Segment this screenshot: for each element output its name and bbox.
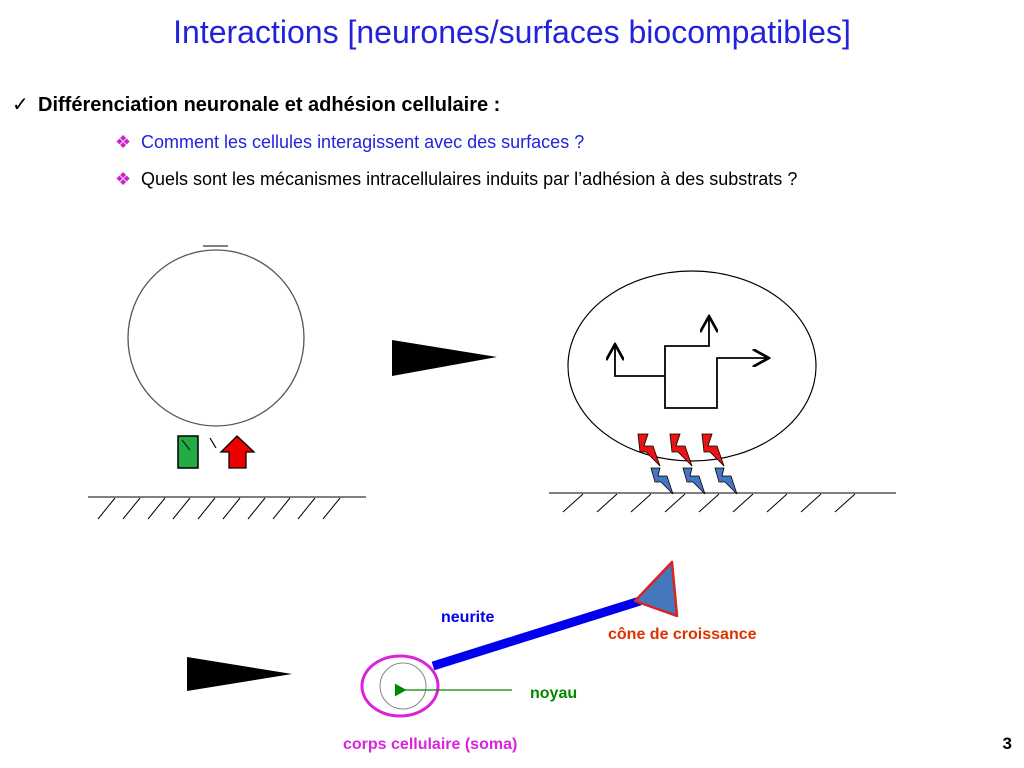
- sub-bullet-1: ❖ Comment les cellules interagissent avec…: [115, 132, 584, 153]
- sub-bullet-2: ❖ Quels sont les mécanismes intracellulai…: [115, 169, 797, 190]
- red-lightning-icons: [637, 433, 725, 467]
- cell-before-adhesion: [88, 245, 366, 520]
- substrate-surface-right: [549, 492, 896, 513]
- nucleus-circle: [379, 662, 427, 710]
- soma-ellipse: [360, 654, 440, 718]
- nucleus-label: noyau: [530, 685, 577, 702]
- pointer-arrow-icon: [392, 340, 497, 376]
- cell-after-adhesion: [549, 270, 896, 513]
- cell-circle: [127, 249, 305, 427]
- neurite-line: [431, 596, 642, 671]
- checkmark-icon: ✓: [12, 94, 29, 116]
- diamond-bullet-icon: ❖: [115, 169, 132, 189]
- neuron-diagram: neurite cône de croissance noyau corps c…: [343, 560, 757, 753]
- slide-title: Interactions [neurones/surfaces biocompa…: [173, 14, 851, 50]
- growth-cone-icon: [633, 560, 679, 618]
- sub-bullet-2-text: Quels sont les mécanismes intracellulair…: [141, 169, 798, 189]
- substrate-surface-left: [88, 496, 366, 520]
- sub-bullet-1-text: Comment les cellules interagissent avec …: [141, 132, 585, 152]
- pointer-arrow-icon: [187, 657, 292, 691]
- growth-cone-label: cône de croissance: [608, 626, 757, 643]
- main-bullet: ✓ Différenciation neuronale et adhésion c…: [12, 92, 500, 117]
- neurite-label: neurite: [441, 609, 494, 626]
- soma-label: corps cellulaire (soma): [343, 736, 517, 753]
- page-number: 3: [1002, 734, 1012, 753]
- cell-ellipse: [567, 270, 817, 462]
- signaling-pathway-icon: [615, 318, 767, 409]
- green-receptor-icon: [177, 435, 199, 469]
- blue-lightning-icons: [650, 467, 738, 495]
- red-up-arrow-icon: [219, 435, 256, 469]
- main-bullet-text: Différenciation neuronale et adhésion ce…: [38, 94, 501, 116]
- diamond-bullet-icon: ❖: [115, 132, 132, 152]
